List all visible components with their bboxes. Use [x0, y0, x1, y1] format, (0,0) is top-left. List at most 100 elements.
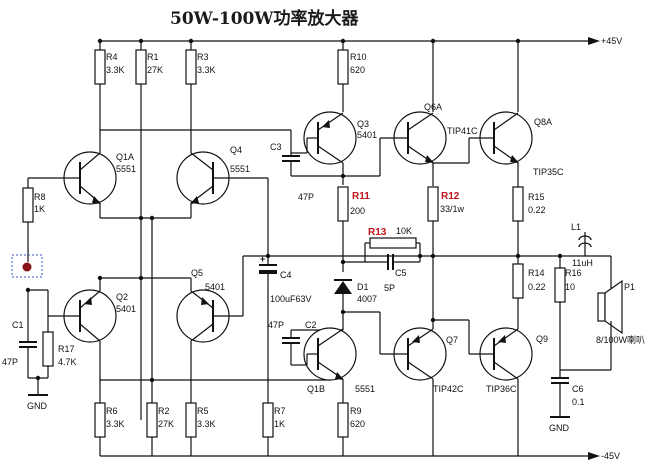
ground-label-left: GND [27, 401, 48, 411]
positive-rail-label: +45V [601, 36, 622, 46]
r9-value: 620 [350, 419, 365, 429]
capacitor-c5: C5 5P [365, 254, 420, 293]
resistor-r14: R14 0.22 [512, 256, 546, 316]
resistor-r2: R2 27K [146, 402, 174, 456]
input-terminal [22, 262, 32, 272]
q3-model: 5401 [357, 130, 377, 140]
transistor-q5: Q5 5401 [176, 268, 243, 403]
speaker-p1: P1 8/100W喇叭 [560, 279, 645, 371]
l1-name: L1 [571, 222, 581, 232]
r17-value: 4.7K [58, 357, 77, 367]
r3-name: R3 [197, 52, 209, 62]
r11-name: R11 [352, 191, 370, 202]
r7-name: R7 [274, 406, 286, 416]
c5-value: 5P [384, 283, 395, 293]
r15-value: 0.22 [528, 205, 546, 215]
junction-dots [25, 38, 563, 383]
resistor-r10: R10 620 [337, 41, 367, 112]
resistor-r17: R17 4.7K [42, 316, 77, 378]
inductor-l1: L1 11uH [571, 222, 593, 268]
negative-rail-label: -45V [601, 451, 620, 461]
transistor-q9: Q9 TIP36C [469, 316, 548, 456]
q1a-model: 5551 [116, 164, 136, 174]
diode-d1: D1 4007 [334, 279, 377, 312]
q6a-model: TIP41C [447, 126, 478, 136]
q8a-name: Q8A [534, 117, 552, 127]
q3-name: Q3 [357, 119, 369, 129]
r1-value: 27K [147, 65, 163, 75]
svg-text:+: + [260, 254, 265, 264]
speaker-value: 8/100W喇叭 [596, 334, 645, 345]
r2-value: 27K [158, 419, 174, 429]
r6-value: 3.3K [106, 419, 125, 429]
r6-name: R6 [106, 406, 118, 416]
positive-rail-arrow [588, 37, 600, 45]
negative-rail-arrow [588, 452, 600, 460]
d1-model: 4007 [357, 294, 377, 304]
resistor-r16: R16 10 [554, 256, 582, 378]
r10-name: R10 [350, 52, 367, 62]
q2-model: 5401 [116, 304, 136, 314]
q1a-name: Q1A [116, 152, 134, 162]
input-terminal-box [11, 254, 43, 278]
r10-value: 620 [350, 65, 365, 75]
schematic-title: 50W-100W功率放大器 [170, 8, 359, 29]
resistor-r7: R7 1K [262, 300, 286, 456]
r13-name: R13 [368, 227, 387, 238]
transistor-q6a: Q6A TIP41C [380, 102, 478, 186]
r8-value: 1K [34, 204, 45, 214]
ground-label-right: GND [549, 423, 570, 433]
c1-name: C1 [12, 320, 24, 330]
transistor-q1b: Q1B 5551 [303, 327, 375, 394]
r12-name: R12 [441, 191, 460, 202]
capacitor-c3: C3 47P [270, 142, 343, 202]
q5-model: 5401 [205, 282, 225, 292]
r3-value: 3.3K [197, 65, 216, 75]
c6-value: 0.1 [572, 397, 585, 407]
transistor-q4: Q4 5551 [176, 130, 268, 218]
speaker-name: P1 [624, 282, 635, 292]
r4-name: R4 [106, 52, 118, 62]
resistor-r1: R1 27K [135, 41, 163, 420]
q5-name: Q5 [191, 268, 203, 278]
r13-value: 10K [396, 226, 412, 236]
q7-name: Q7 [446, 335, 458, 345]
q4-name: Q4 [230, 145, 242, 155]
r7-value: 1K [274, 419, 285, 429]
q6a-name: Q6A [424, 102, 442, 112]
resistor-r15: R15 0.22 [512, 186, 546, 256]
q9-name: Q9 [536, 334, 548, 344]
resistor-r12: R12 33/1w [427, 186, 465, 320]
r4-value: 3.3K [106, 65, 125, 75]
transistor-q1a: Q1A 5551 [46, 130, 136, 218]
c4-name: C4 [280, 270, 292, 280]
r16-name: R16 [565, 268, 582, 278]
resistor-r8: R8 1K [22, 177, 46, 262]
q1b-name: Q1B [307, 384, 325, 394]
r12-value: 33/1w [440, 204, 465, 214]
c2-name: C2 [305, 320, 317, 330]
c5-name: C5 [395, 268, 407, 278]
r2-name: R2 [158, 406, 170, 416]
r9-name: R9 [350, 406, 362, 416]
r5-name: R5 [197, 406, 209, 416]
l1-value: 11uH [572, 258, 593, 268]
r5-value: 3.3K [197, 419, 216, 429]
capacitor-c1: C1 47P [2, 289, 49, 378]
c6-name: C6 [572, 384, 584, 394]
r15-name: R15 [528, 192, 545, 202]
r16-value: 10 [565, 282, 575, 292]
resistor-r5: R5 3.3K [185, 402, 216, 456]
resistor-r6: R6 3.3K [94, 402, 125, 456]
c4-value: 100uF63V [270, 294, 312, 304]
q2-name: Q2 [116, 292, 128, 302]
transistor-q7: Q7 TIP42C [380, 320, 464, 456]
capacitor-c6: C6 0.1 [551, 377, 585, 417]
c3-value: 47P [298, 192, 314, 202]
q8a-model: TIP35C [533, 167, 564, 177]
transistor-q3: Q3 5401 [303, 111, 377, 185]
resistor-r4: R4 3.3K [94, 41, 125, 130]
r11-value: 200 [350, 206, 365, 216]
resistor-r9: R9 620 [337, 380, 365, 456]
